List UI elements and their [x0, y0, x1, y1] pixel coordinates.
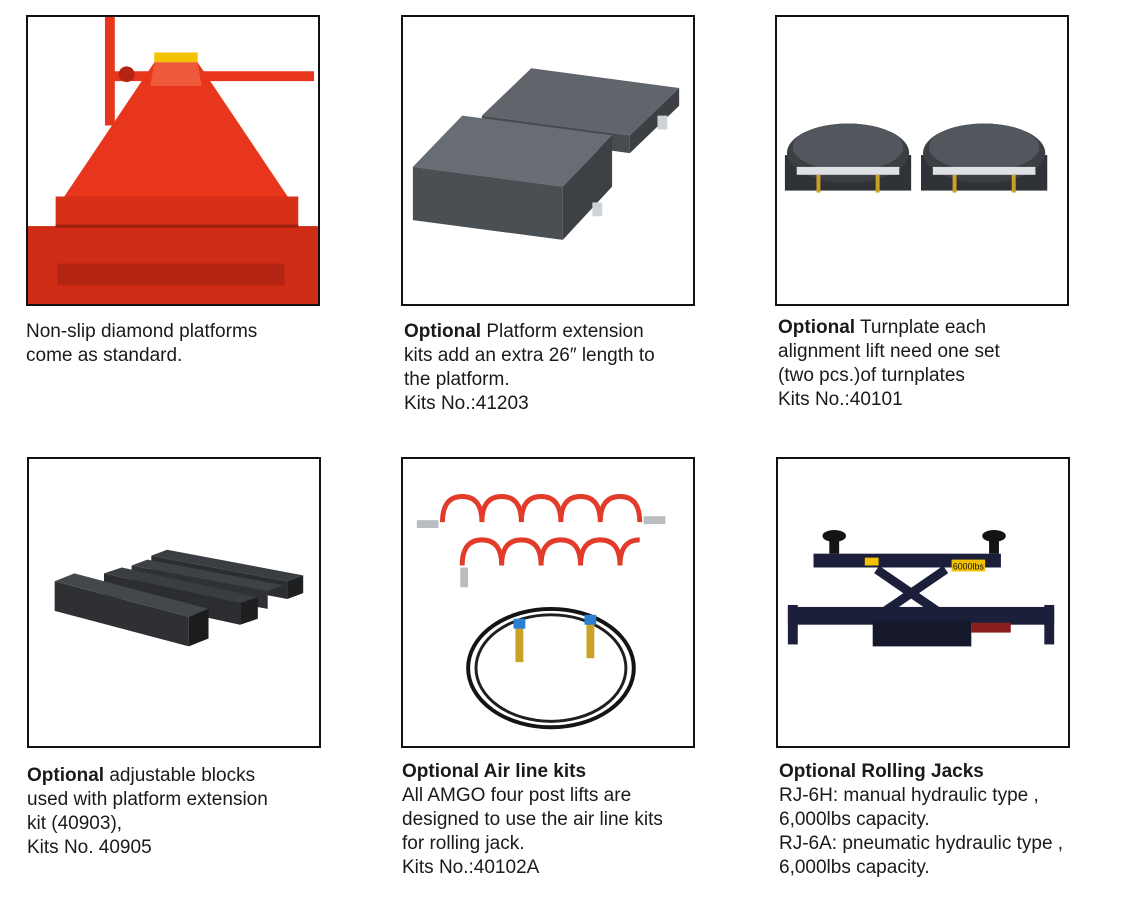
caption-line: come as standard.: [26, 345, 183, 366]
caption-line: (two pcs.)of turnplates: [778, 365, 965, 386]
photo-frame-rolling-jack: 6000lbs: [776, 457, 1070, 748]
caption-line: RJ-6H: manual hydraulic type ,: [779, 785, 1039, 806]
caption-air-line-kits: Optional Air line kits All AMGO four pos…: [402, 760, 663, 880]
caption-platform: Non-slip diamond platforms come as stand…: [26, 320, 257, 368]
photo-frame-extension-kits: [401, 15, 695, 306]
photo-frame-air-line-kits: [401, 457, 695, 748]
caption-rolling-jack: Optional Rolling Jacks RJ-6H: manual hyd…: [779, 760, 1063, 880]
blocks-image: [54, 549, 304, 647]
optional-label: Optional: [27, 765, 105, 786]
photo-frame-platform: [26, 15, 320, 306]
optional-label: Optional: [404, 321, 482, 342]
jack-capacity-label: 6000lbs: [953, 561, 985, 571]
caption-title: Optional Rolling Jacks: [779, 761, 984, 782]
caption-line: alignment lift need one set: [778, 341, 1000, 362]
extension-kits-image: [412, 68, 680, 240]
caption-title: Optional Platform extension: [404, 321, 644, 342]
caption-line: 6,000lbs capacity.: [779, 809, 930, 830]
caption-line: used with platform extension: [27, 789, 268, 810]
caption-line: designed to use the air line kits: [402, 809, 663, 830]
turnplates-image: [784, 123, 1048, 193]
caption-line: All AMGO four post lifts are: [402, 785, 632, 806]
caption-line: Kits No.:40102A: [402, 857, 540, 878]
optional-label: Optional: [779, 761, 857, 782]
optional-label: Optional: [778, 317, 856, 338]
caption-line: 6,000lbs capacity.: [779, 857, 930, 878]
rolling-jack-image: 6000lbs: [787, 530, 1055, 647]
caption-line: Kits No. 40905: [27, 837, 152, 858]
photo-frame-turnplates: [775, 15, 1069, 306]
caption-blocks: Optional adjustable blocks used with pla…: [27, 764, 268, 860]
caption-line: RJ-6A: pneumatic hydraulic type ,: [779, 833, 1064, 854]
caption-line: kits add an extra 26″ length to: [404, 345, 655, 366]
caption-line: kit (40903),: [27, 813, 123, 834]
caption-extension-kits: Optional Platform extension kits add an …: [404, 320, 655, 416]
caption-title: Optional Turnplate each: [778, 317, 987, 338]
caption-title: Optional adjustable blocks: [27, 765, 256, 786]
caption-turnplates: Optional Turnplate each alignment lift n…: [778, 316, 1000, 412]
caption-line: for rolling jack.: [402, 833, 525, 854]
caption-line: the platform.: [404, 369, 510, 390]
caption-line: Kits No.:41203: [404, 393, 529, 414]
air-line-kits-image: [416, 494, 666, 730]
photo-frame-blocks: [27, 457, 321, 748]
caption-title: Optional Air line kits: [402, 761, 587, 782]
caption-line: Non-slip diamond platforms: [26, 321, 258, 342]
caption-line: Kits No.:40101: [778, 389, 903, 410]
diamond-platform-image: [28, 17, 318, 304]
